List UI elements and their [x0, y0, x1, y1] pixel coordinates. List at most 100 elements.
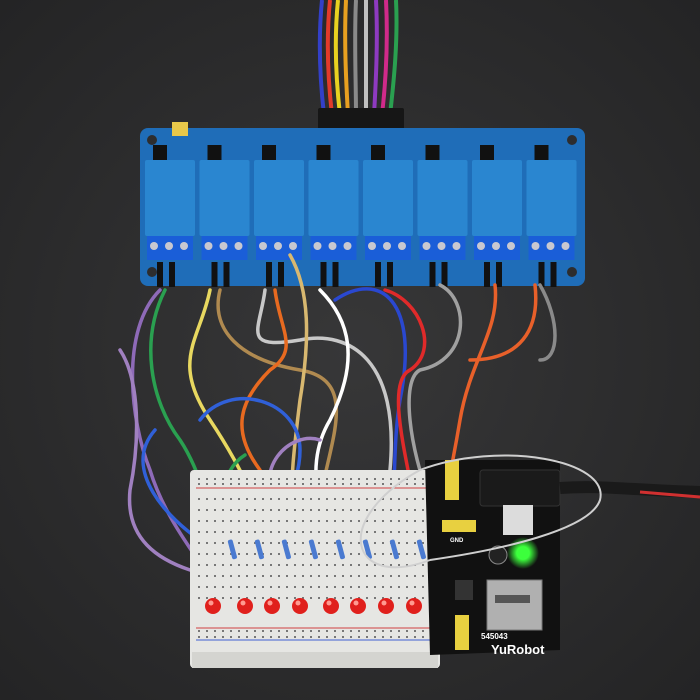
hole	[374, 586, 376, 588]
power-module-brand: YuRobot	[491, 642, 545, 657]
hole	[286, 498, 288, 500]
hole	[390, 636, 392, 638]
transistor	[371, 145, 385, 163]
gnd-label: GND	[450, 538, 464, 544]
led-red	[264, 598, 280, 614]
terminal-screw	[561, 242, 570, 250]
hole	[342, 564, 344, 566]
hole	[286, 575, 288, 577]
header-pin	[538, 262, 545, 287]
hole	[390, 564, 392, 566]
hole	[198, 478, 200, 480]
hole	[198, 564, 200, 566]
hole	[262, 636, 264, 638]
hole	[334, 636, 336, 638]
hole	[262, 520, 264, 522]
hole	[414, 597, 416, 599]
hole	[278, 564, 280, 566]
hole	[222, 553, 224, 555]
hole	[254, 531, 256, 533]
hole	[350, 542, 352, 544]
hole	[286, 509, 288, 511]
usb-port[interactable]	[486, 579, 543, 631]
hole	[214, 630, 216, 632]
hole	[206, 630, 208, 632]
hole	[206, 478, 208, 480]
hole	[254, 630, 256, 632]
hole	[198, 520, 200, 522]
hole	[246, 564, 248, 566]
hole	[422, 483, 424, 485]
hole	[366, 564, 368, 566]
hole	[342, 531, 344, 533]
hole	[342, 630, 344, 632]
hole	[270, 498, 272, 500]
hole	[350, 597, 352, 599]
transistor	[534, 145, 549, 163]
hole	[230, 509, 232, 511]
hole	[390, 586, 392, 588]
hole	[294, 564, 296, 566]
hole	[374, 509, 376, 511]
hole	[406, 483, 408, 485]
hole	[246, 478, 248, 480]
hole	[278, 478, 280, 480]
relay	[199, 160, 250, 236]
hole	[222, 478, 224, 480]
terminal-screw	[492, 242, 500, 250]
hole	[222, 520, 224, 522]
hole	[214, 498, 216, 500]
hole	[390, 498, 392, 500]
hole	[294, 498, 296, 500]
hole	[222, 636, 224, 638]
hole	[230, 564, 232, 566]
hole	[422, 478, 424, 480]
hole	[278, 498, 280, 500]
hole	[334, 498, 336, 500]
hole	[294, 630, 296, 632]
resistor	[227, 539, 237, 560]
hole	[390, 597, 392, 599]
hole	[350, 478, 352, 480]
hole	[270, 509, 272, 511]
hole	[286, 630, 288, 632]
hole	[398, 520, 400, 522]
loop-wire	[359, 454, 602, 569]
resistor	[335, 539, 345, 560]
power-cable	[559, 481, 700, 498]
header-pin	[387, 262, 393, 287]
hole	[334, 531, 336, 533]
hole	[222, 509, 224, 511]
hole	[286, 531, 288, 533]
hole	[214, 597, 216, 599]
terminal-screw	[180, 242, 188, 250]
hole	[366, 630, 368, 632]
hole	[390, 520, 392, 522]
hole	[206, 520, 208, 522]
transistor	[316, 145, 331, 163]
hole	[254, 498, 256, 500]
header-pin	[441, 262, 448, 287]
hole	[206, 636, 208, 638]
header-pin	[429, 262, 436, 287]
terminal-screw	[165, 242, 173, 250]
terminal-screw	[343, 242, 352, 250]
power-switch[interactable]	[503, 505, 533, 535]
hole	[382, 636, 384, 638]
hole	[270, 575, 272, 577]
hole	[374, 520, 376, 522]
hole	[238, 483, 240, 485]
hole	[422, 586, 424, 588]
hole	[422, 542, 424, 544]
hole	[198, 575, 200, 577]
hole	[230, 553, 232, 555]
hole	[302, 630, 304, 632]
led-red	[323, 598, 339, 614]
hole	[246, 483, 248, 485]
hole	[342, 509, 344, 511]
resistor	[389, 539, 399, 560]
hole	[214, 509, 216, 511]
hole	[318, 531, 320, 533]
terminal-screw	[150, 242, 158, 250]
hole	[366, 520, 368, 522]
